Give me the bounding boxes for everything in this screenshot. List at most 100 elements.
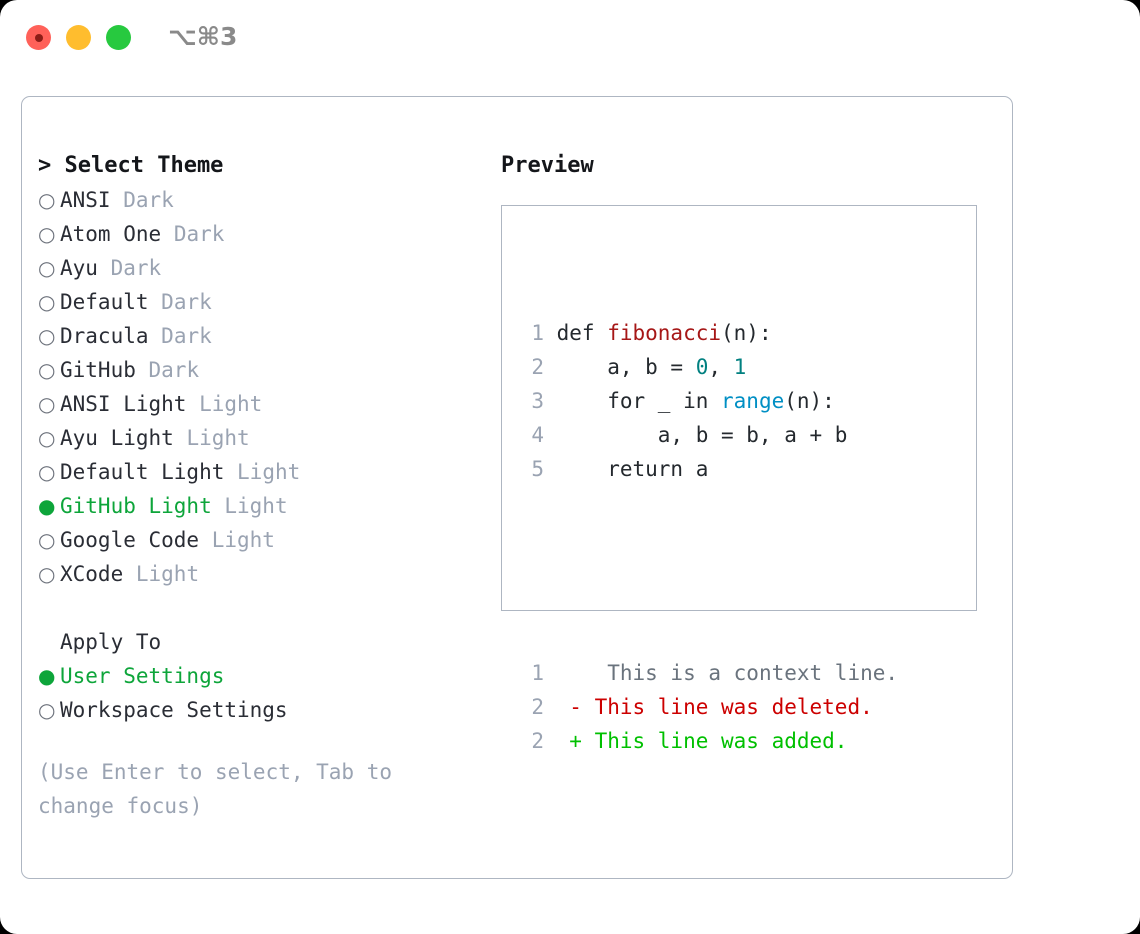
maximize-icon[interactable] <box>106 25 131 50</box>
radio-unselected-icon: ○ <box>38 426 56 450</box>
theme-list[interactable]: ○ANSI Dark○Atom One Dark○Ayu Dark○Defaul… <box>38 183 478 591</box>
radio-unselected-icon: ○ <box>38 222 56 246</box>
theme-option-label: GitHub Light <box>60 494 212 518</box>
radio-unselected-icon: ○ <box>38 256 56 280</box>
line-number: 2 <box>531 729 544 753</box>
theme-option-github[interactable]: ○GitHub Dark <box>38 353 478 387</box>
theme-select-pane: > Select Theme ○ANSI Dark○Atom One Dark○… <box>38 149 478 823</box>
label-spacer <box>199 523 212 557</box>
code-token-plain: return a <box>544 457 709 481</box>
keyboard-shortcut-label: ⌥⌘3 <box>168 22 238 51</box>
code-token-plain: a, b = <box>544 355 696 379</box>
code-token-func: fibonacci <box>607 321 722 345</box>
theme-option-atom-one[interactable]: ○Atom One Dark <box>38 217 478 251</box>
title-bar: ⌥⌘3 <box>0 0 1140 76</box>
label-spacer <box>111 183 124 217</box>
diff-line-add: 2 + This line was added. <box>522 724 898 758</box>
diff-line-del: 2 - This line was deleted. <box>522 690 898 724</box>
theme-variant-badge: Light <box>211 528 275 552</box>
theme-option-label: Ayu <box>60 256 98 280</box>
code-token-plain: a, b = b, a + b <box>544 423 848 447</box>
select-theme-heading: > Select Theme <box>38 153 224 178</box>
theme-variant-badge: Light <box>135 562 200 586</box>
theme-option-dracula[interactable]: ○Dracula Dark <box>38 319 478 353</box>
line-number: 4 <box>531 423 544 447</box>
code-line: 2 a, b = 0, 1 <box>522 350 898 384</box>
code-line: 4 a, b = b, a + b <box>522 418 898 452</box>
label-spacer <box>149 285 162 319</box>
radio-unselected-icon: ○ <box>38 698 56 722</box>
diff-sample: 1 This is a context line.2 - This line w… <box>522 656 898 758</box>
line-number: 1 <box>531 321 544 345</box>
radio-unselected-icon: ○ <box>38 188 56 212</box>
label-spacer <box>98 251 111 285</box>
label-spacer <box>186 387 199 421</box>
theme-option-ansi[interactable]: ○ANSI Dark <box>38 183 478 217</box>
code-line: 1 def fibonacci(n): <box>522 316 898 350</box>
label-spacer <box>174 421 187 455</box>
diff-line-ctx: 1 This is a context line. <box>522 656 898 690</box>
theme-option-google-code[interactable]: ○Google Code Light <box>38 523 478 557</box>
radio-unselected-icon: ○ <box>38 358 56 382</box>
code-line: 3 for _ in range(n): <box>522 384 898 418</box>
line-number: 1 <box>531 661 544 685</box>
theme-option-ayu-light[interactable]: ○Ayu Light Light <box>38 421 478 455</box>
diff-marker: + <box>544 729 595 753</box>
code-token-builtin: range <box>721 389 785 413</box>
theme-option-xcode[interactable]: ○XCode Light <box>38 557 478 591</box>
radio-unselected-icon: ○ <box>38 460 56 484</box>
line-number: 2 <box>531 695 544 719</box>
theme-variant-badge: Dark <box>161 290 212 314</box>
theme-option-ayu[interactable]: ○Ayu Dark <box>38 251 478 285</box>
preview-pane: Preview 1 def fibonacci(n):2 a, b = 0, 1… <box>501 149 991 753</box>
theme-variant-badge: Light <box>237 460 301 484</box>
minimize-icon[interactable] <box>66 25 91 50</box>
preview-heading: Preview <box>501 153 594 178</box>
theme-option-label: Default <box>60 290 149 314</box>
close-icon[interactable] <box>26 25 51 50</box>
theme-variant-badge: Dark <box>110 256 162 280</box>
theme-option-ansi-light[interactable]: ○ANSI Light Light <box>38 387 478 421</box>
theme-option-label: Atom One <box>60 222 162 246</box>
code-token-plain: (n): <box>721 321 772 345</box>
theme-variant-badge: Light <box>186 426 250 450</box>
theme-option-default[interactable]: ○Default Dark <box>38 285 478 319</box>
theme-option-label: Default Light <box>60 460 225 484</box>
radio-selected-icon: ● <box>38 494 56 518</box>
code-line: 5 return a <box>522 452 898 486</box>
code-token-plain: (n): <box>784 389 835 413</box>
apply-to-option-label: User Settings <box>60 664 225 688</box>
spacer-bullet: ○ <box>38 625 60 659</box>
label-spacer <box>161 217 174 251</box>
theme-option-default-light[interactable]: ○Default Light Light <box>38 455 478 489</box>
code-token-plain: for _ in <box>544 389 722 413</box>
traffic-lights <box>26 25 131 50</box>
code-token-plain: def <box>544 321 608 345</box>
apply-to-heading: Apply To <box>60 630 162 654</box>
theme-option-label: GitHub <box>60 358 136 382</box>
theme-option-github-light[interactable]: ●GitHub Light Light <box>38 489 478 523</box>
label-spacer <box>123 557 136 591</box>
radio-unselected-icon: ○ <box>38 324 56 348</box>
theme-option-label: ANSI Light <box>60 392 187 416</box>
apply-to-option-user-settings[interactable]: ●User Settings <box>38 659 478 693</box>
keyboard-hint-text: (Use Enter to select, Tab to change focu… <box>38 760 393 818</box>
label-spacer <box>224 455 237 489</box>
theme-variant-badge: Dark <box>123 188 174 212</box>
theme-option-label: Dracula <box>60 324 149 348</box>
apply-to-option-workspace-settings[interactable]: ○Workspace Settings <box>38 693 478 727</box>
line-number: 3 <box>531 389 544 413</box>
theme-option-label: Google Code <box>60 528 200 552</box>
theme-option-label: Ayu Light <box>60 426 174 450</box>
diff-text: This line was deleted. <box>594 695 873 719</box>
theme-option-label: XCode <box>60 562 124 586</box>
code-blank-line <box>522 554 898 588</box>
radio-unselected-icon: ○ <box>38 528 56 552</box>
code-token-num: 1 <box>733 355 747 379</box>
theme-variant-badge: Dark <box>148 358 200 382</box>
theme-variant-badge: Light <box>199 392 263 416</box>
apply-to-list[interactable]: ●User Settings○Workspace Settings <box>38 659 478 727</box>
